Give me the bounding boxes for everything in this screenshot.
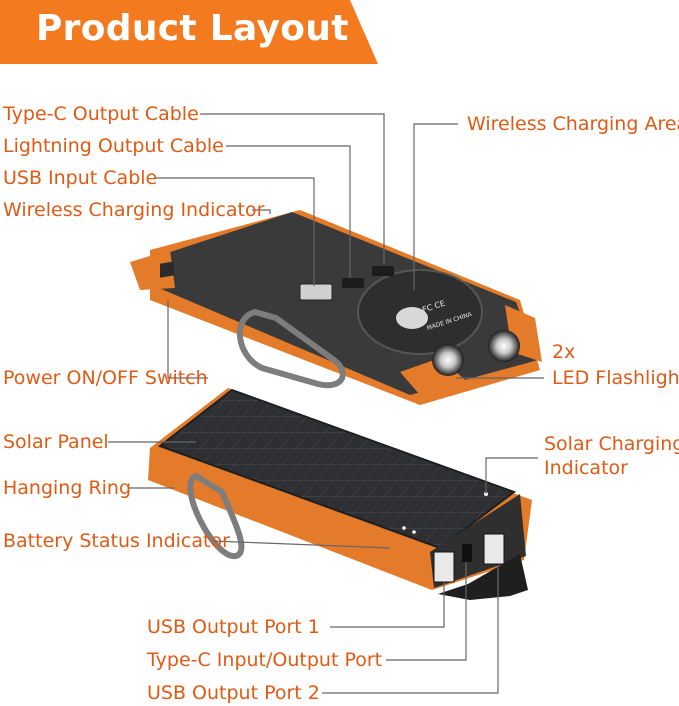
label-type-c-output-cable: Type-C Output Cable (3, 103, 199, 125)
leader-power-switch (167, 300, 208, 379)
leader-lines (108, 113, 544, 694)
leader-usb-output-port-1 (330, 582, 445, 628)
label-solar-panel: Solar Panel (3, 431, 109, 453)
label-flashlight-count: 2x (552, 341, 576, 363)
leader-type-c-output-cable (200, 113, 385, 264)
leader-type-c-io-port (386, 562, 467, 661)
power-bank-bottom-view (148, 388, 532, 600)
leader-solar-charging-indicator (485, 457, 538, 494)
label-power-switch: Power ON/OFF Switch (3, 367, 208, 389)
power-bank-top-view (130, 210, 542, 405)
label-type-c-io-port: Type-C Input/Output Port (147, 649, 383, 671)
leader-wireless-charging-indicator (252, 209, 271, 214)
label-battery-status-indicator: Battery Status Indicator (3, 530, 230, 552)
label-solar-charging-indicator-line1: Solar Charging (544, 433, 679, 455)
leader-usb-input-cable (156, 177, 315, 286)
leader-usb-output-port-2 (322, 566, 499, 694)
label-hanging-ring: Hanging Ring (3, 477, 132, 499)
leader-lightning-output-cable (226, 145, 351, 278)
title-banner (0, 0, 378, 64)
label-wireless-charging-indicator: Wireless Charging Indicator (3, 199, 265, 221)
label-wireless-charging-area: Wireless Charging Area (467, 113, 679, 135)
leader-battery-status-indicator (211, 540, 391, 549)
leader-wireless-charging-area (413, 123, 458, 290)
label-solar-charging-indicator-line2: Indicator (544, 457, 628, 479)
label-usb-output-port-2: USB Output Port 2 (147, 682, 320, 704)
page-title: Product Layout (36, 8, 349, 49)
label-led-flashlight: LED Flashlight (552, 367, 679, 389)
label-usb-output-port-1: USB Output Port 1 (147, 616, 320, 638)
label-usb-input-cable: USB Input Cable (3, 167, 158, 189)
label-lightning-output-cable: Lightning Output Cable (3, 135, 224, 157)
